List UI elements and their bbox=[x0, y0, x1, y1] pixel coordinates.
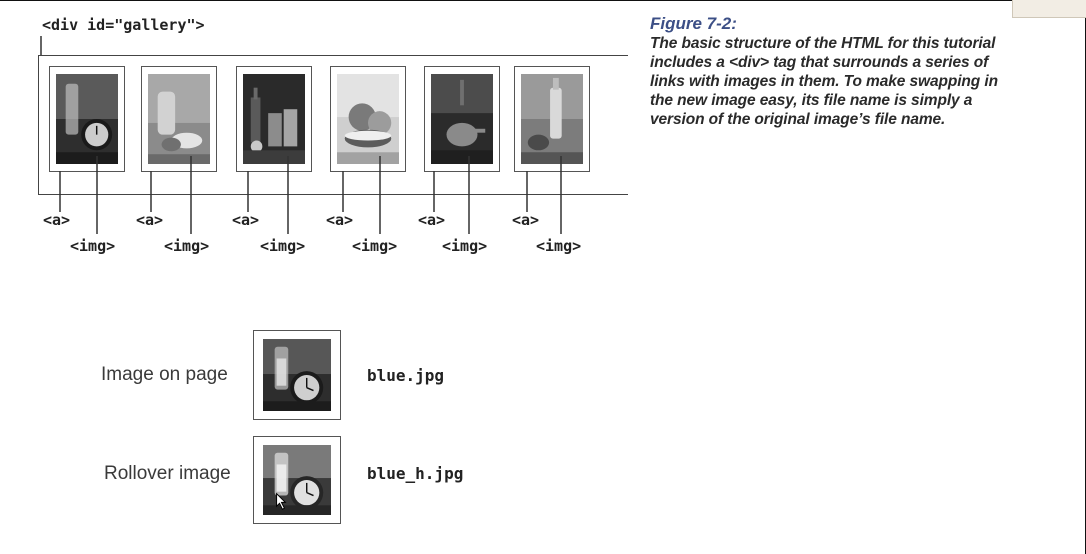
teapot-photo-icon bbox=[431, 74, 493, 164]
gallery-thumbnail bbox=[236, 66, 312, 172]
page-corner-tab bbox=[1012, 0, 1086, 18]
figure-title: Figure 7-2: bbox=[650, 14, 737, 33]
vase-fruit-photo-icon bbox=[148, 74, 210, 164]
image-on-page-label: Image on page bbox=[101, 364, 228, 385]
a-tag-label: <a> bbox=[512, 211, 540, 229]
original-file-name: blue.jpg bbox=[367, 366, 445, 385]
img-tag-label: <img> bbox=[70, 237, 116, 255]
image-on-page-thumbnail bbox=[253, 330, 341, 420]
div-gallery-tag: <div id="gallery"> bbox=[42, 16, 205, 34]
a-tag-label: <a> bbox=[232, 211, 260, 229]
img-tag-label: <img> bbox=[442, 237, 488, 255]
clock-glass-photo-icon bbox=[56, 74, 118, 164]
gallery-div-box bbox=[38, 55, 628, 195]
a-tag-label: <a> bbox=[136, 211, 164, 229]
rollover-image-thumbnail bbox=[253, 436, 341, 524]
a-tag-label: <a> bbox=[418, 211, 446, 229]
a-tag-label: <a> bbox=[326, 211, 354, 229]
clock-glass-photo-icon bbox=[263, 339, 331, 411]
bottle-cup-photo-icon bbox=[521, 74, 583, 164]
gallery-thumbnail bbox=[424, 66, 500, 172]
fruit-bowl-photo-icon bbox=[337, 74, 399, 164]
gallery-thumbnail bbox=[514, 66, 590, 172]
gallery-thumbnail bbox=[49, 66, 125, 172]
img-tag-label: <img> bbox=[164, 237, 210, 255]
img-tag-label: <img> bbox=[536, 237, 582, 255]
rollover-file-name: blue_h.jpg bbox=[367, 464, 464, 483]
a-tag-label: <a> bbox=[43, 211, 71, 229]
clock-glass-hover-photo-icon bbox=[263, 445, 331, 515]
figure-description: The basic structure of the HTML for this… bbox=[650, 35, 998, 128]
img-tag-label: <img> bbox=[260, 237, 306, 255]
bottles-books-photo-icon bbox=[243, 74, 305, 164]
figure-caption: Figure 7-2: The basic structure of the H… bbox=[650, 14, 1010, 130]
rollover-image-label: Rollover image bbox=[104, 463, 231, 484]
gallery-thumbnail bbox=[141, 66, 217, 172]
gallery-thumbnail bbox=[330, 66, 406, 172]
img-tag-label: <img> bbox=[352, 237, 398, 255]
